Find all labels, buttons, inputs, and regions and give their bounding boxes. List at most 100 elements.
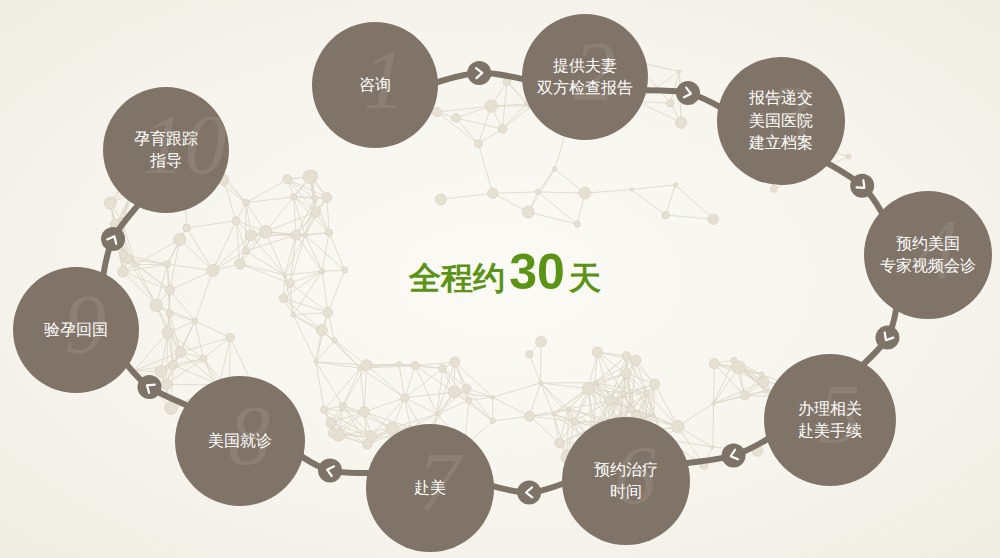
network-line [128, 259, 170, 290]
network-dot [325, 229, 332, 236]
network-dot [439, 365, 447, 373]
network-line [180, 239, 213, 270]
network-line [246, 179, 287, 202]
network-dot [630, 188, 633, 191]
network-dot [631, 355, 642, 366]
network-dot [474, 140, 482, 148]
network-dot [328, 429, 337, 438]
network-dot [485, 100, 497, 112]
arrow-chevron [729, 450, 738, 461]
network-dot [226, 333, 235, 342]
arrow-chevron [857, 180, 868, 191]
network-line [181, 352, 220, 385]
network-line [541, 383, 569, 409]
network-dot [552, 167, 557, 172]
network-line [712, 403, 714, 447]
network-dot [150, 299, 162, 311]
network-line [123, 255, 167, 265]
network-dot [323, 307, 333, 317]
arrow-badge [137, 375, 161, 399]
step-text: 办理相关 赴美手续 [798, 398, 862, 443]
network-dot [232, 217, 240, 225]
arrow-chevron [326, 465, 334, 476]
network-dot [452, 114, 461, 123]
step-circle: 预约治疗 时间6 [562, 417, 690, 545]
network-line [538, 192, 585, 193]
label-part: 30 [505, 244, 569, 300]
network-dot [303, 170, 316, 183]
network-line [469, 397, 493, 400]
badge-circle [137, 375, 161, 399]
network-line [293, 271, 322, 315]
network-dot [592, 347, 602, 357]
network-dot [290, 194, 297, 201]
arrow-chevron [144, 381, 155, 393]
network-dot [650, 379, 660, 389]
network-line [290, 235, 305, 283]
network-line [360, 368, 404, 398]
step-circle: 赴美7 [366, 424, 494, 552]
network-line [246, 251, 285, 275]
badge-circle [850, 174, 874, 198]
arrow-badge [318, 458, 342, 482]
network-line [478, 144, 492, 193]
step-text: 提供夫妻 双方检查报告 [537, 55, 633, 100]
network-line [493, 416, 530, 421]
network-dot [326, 417, 336, 427]
network-dot [667, 99, 675, 107]
step-circle: 提供夫妻 双方检查报告2 [522, 14, 648, 140]
network-line [666, 215, 714, 219]
network-dot [651, 414, 655, 418]
network-dot [678, 70, 681, 73]
step-circle: 孕育跟踪 指导10 [103, 87, 229, 213]
network-line [529, 416, 574, 421]
network-dot [498, 124, 507, 133]
network-dot [243, 199, 250, 206]
network-line [266, 197, 294, 232]
network-dot [235, 259, 246, 270]
network-line [405, 368, 443, 397]
flow-connector [301, 456, 370, 482]
badge-circle [467, 61, 491, 85]
arrow-chevron [684, 88, 692, 99]
network-line [529, 354, 540, 383]
network-dot [401, 394, 409, 402]
network-line [213, 235, 251, 270]
network-line [364, 365, 366, 412]
flow-connector [492, 480, 564, 504]
network-line [136, 265, 157, 306]
network-dot [555, 438, 564, 447]
flow-connector [101, 205, 139, 276]
network-line [405, 392, 454, 398]
network-line [367, 365, 405, 398]
step-circle: 验孕回国9 [13, 267, 139, 393]
network-dot [466, 397, 472, 403]
network-dot [279, 294, 288, 303]
network-line [316, 362, 360, 368]
network-dot [396, 361, 401, 366]
network-line [637, 101, 681, 122]
network-dot [709, 359, 719, 369]
network-line [541, 383, 554, 414]
network-dot [672, 420, 684, 432]
network-line [714, 391, 766, 404]
network-dot [207, 264, 219, 276]
step-text: 报告递交 美国医院 建立档案 [749, 87, 813, 154]
badge-circle [875, 326, 899, 350]
network-dot [339, 403, 346, 410]
network-dot [536, 336, 547, 347]
network-dot [319, 269, 324, 274]
network-line [329, 233, 345, 270]
network-dot [712, 402, 716, 406]
step-text: 美国就诊 [208, 430, 272, 452]
network-line [595, 383, 636, 416]
network-dot [192, 318, 198, 324]
network-line [290, 283, 293, 315]
arrow-badge [517, 480, 541, 504]
network-line [626, 373, 636, 415]
network-line [322, 233, 329, 271]
network-dot [731, 357, 737, 363]
network-dot [759, 372, 764, 377]
step-circle: 预约美国 专家视频会诊4 [864, 191, 992, 319]
network-line [293, 315, 316, 362]
